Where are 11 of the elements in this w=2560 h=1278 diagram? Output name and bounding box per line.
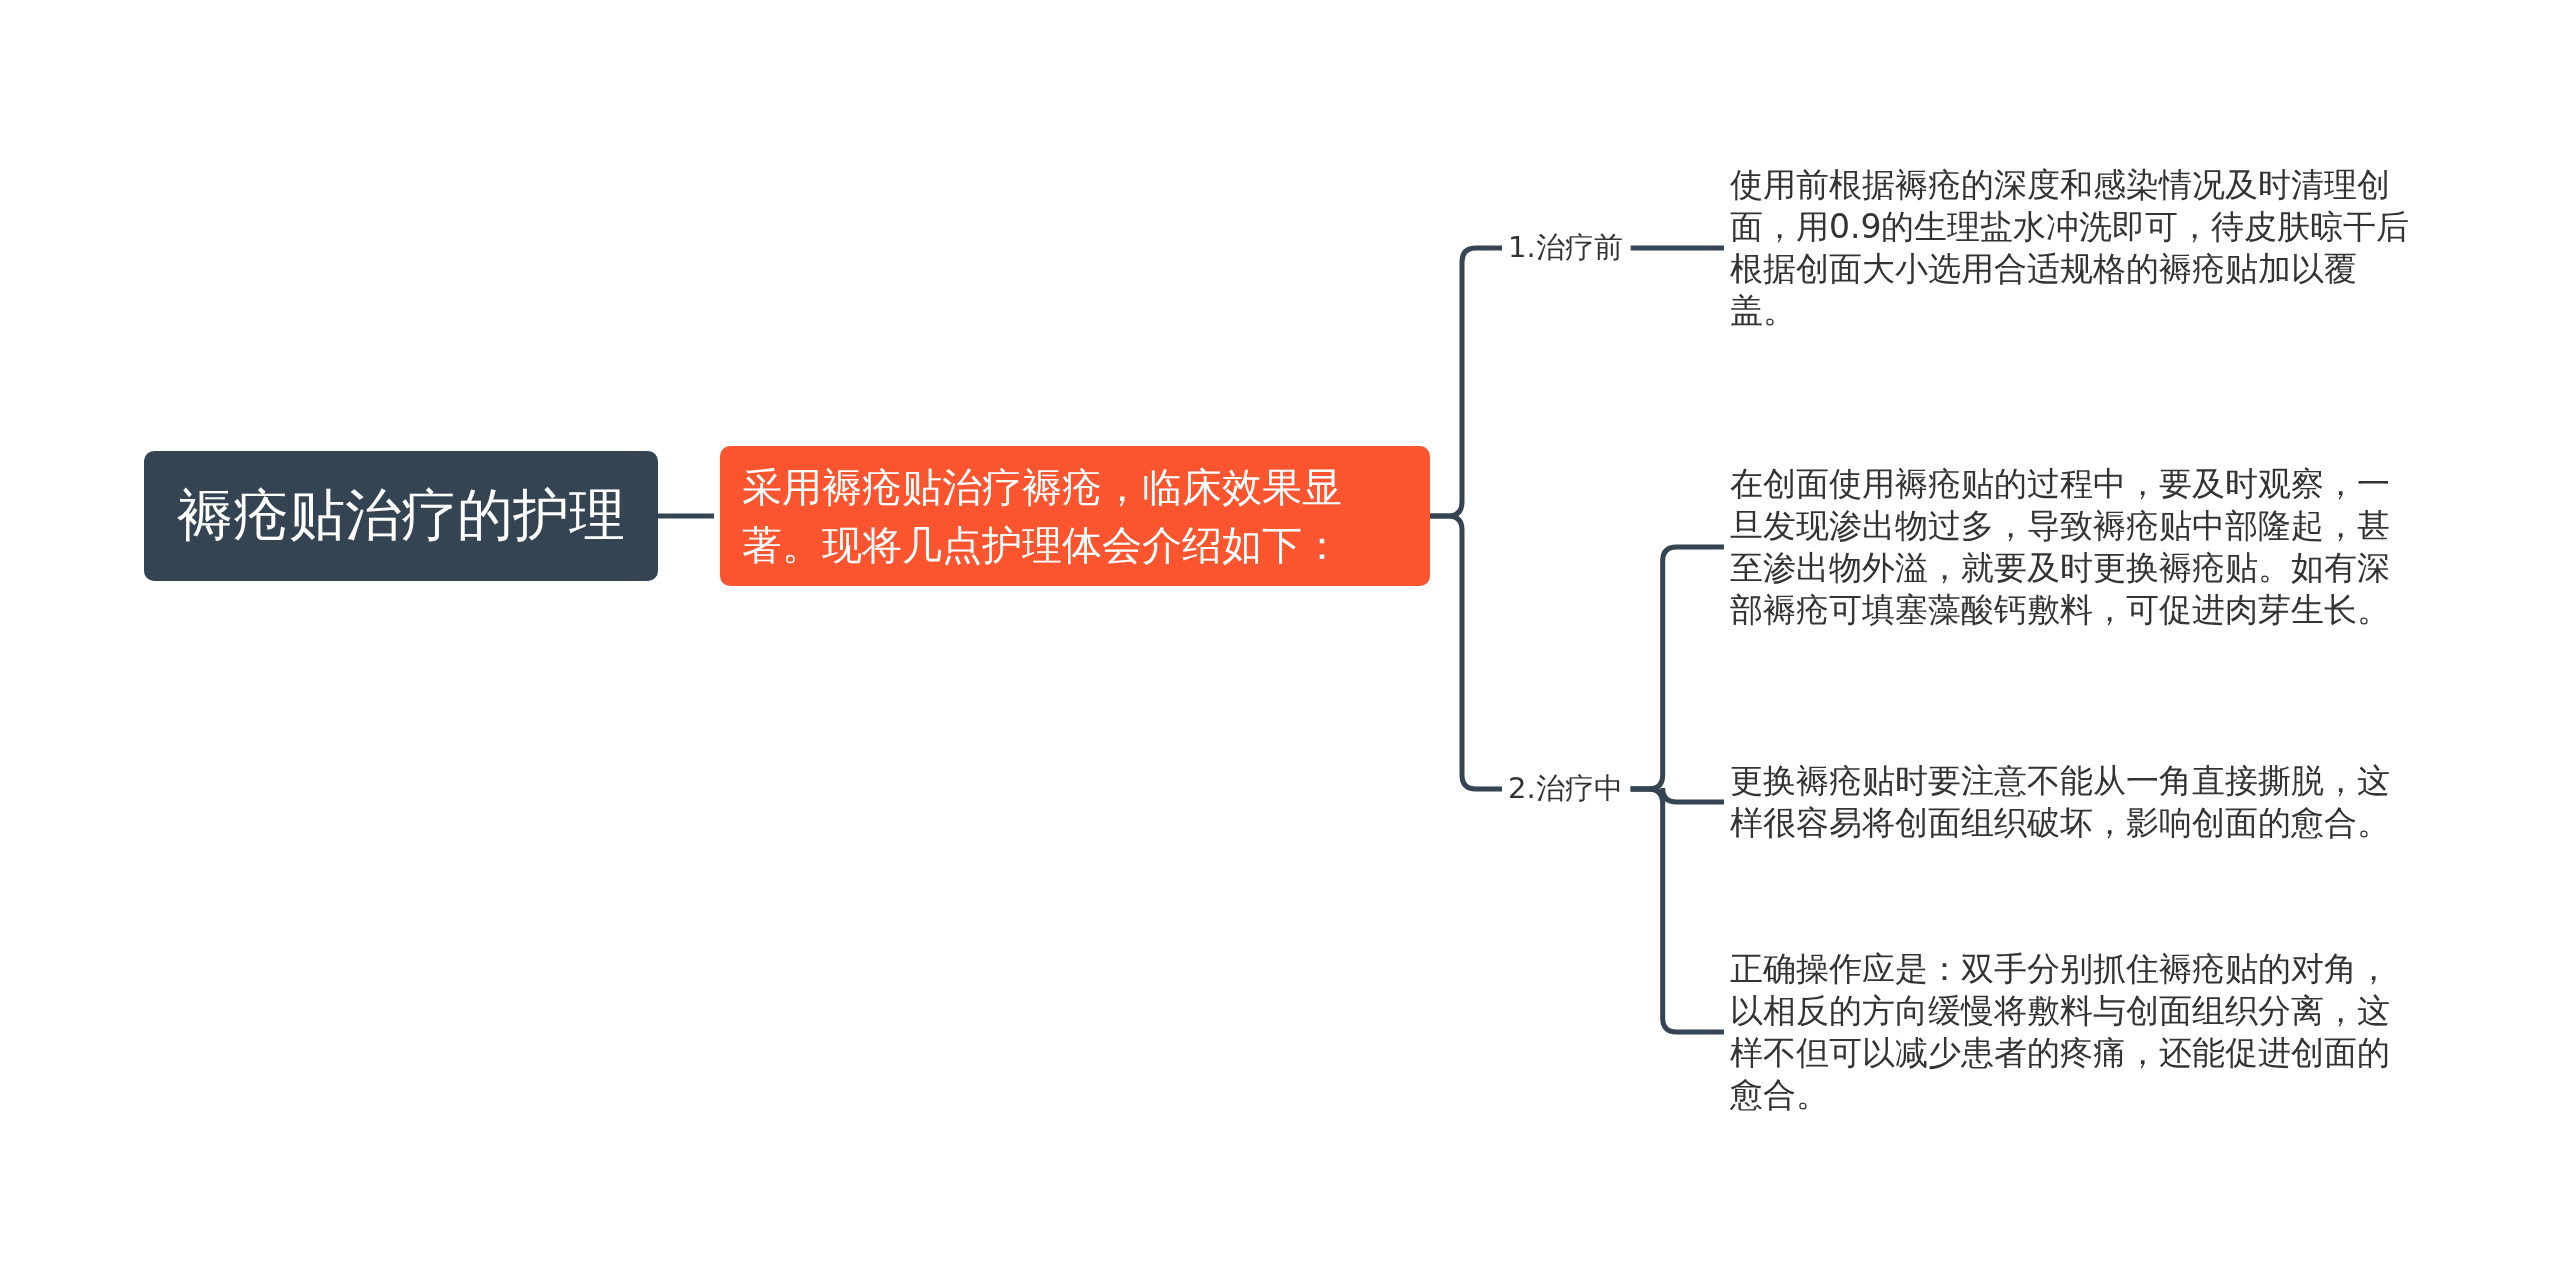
leaf-text: 使用前根据褥疮的深度和感染情况及时清理创面，用0.9的生理盐水冲洗即可，待皮肤晾干后根据创面大小选用合适规格的褥疮贴加以覆盖。: [1730, 164, 2420, 332]
connector-line: [1630, 245, 1724, 251]
leaf-text: 在创面使用褥疮贴的过程中，要及时观察，一旦发现渗出物过多，导致褥疮贴中部隆起，甚至渗出物外溢，就要及时更换褥疮贴。如有深部褥疮可填塞藻酸钙敷料，可促进肉芽生长。: [1730, 463, 2420, 631]
main-topic-box: 采用褥疮贴治疗褥疮，临床效果显著。现将几点护理体会介绍如下：: [720, 446, 1430, 586]
branch-label: 2.治疗中: [1508, 769, 1623, 809]
connector-line: [1630, 786, 1724, 1035]
root-topic-box: 褥疮贴治疗的护理: [144, 451, 658, 581]
branch-label: 1.治疗前: [1508, 228, 1623, 268]
connector-line: [658, 513, 714, 519]
leaf-text: 更换褥疮贴时要注意不能从一角直接撕脱，这样很容易将创面组织破坏，影响创面的愈合。: [1730, 760, 2420, 844]
leaf-text: 正确操作应是：双手分别抓住褥疮贴的对角，以相反的方向缓慢将敷料与创面组织分离，这样不但可以减少患者的疼痛，还能促进创面的愈合。: [1730, 948, 2420, 1116]
